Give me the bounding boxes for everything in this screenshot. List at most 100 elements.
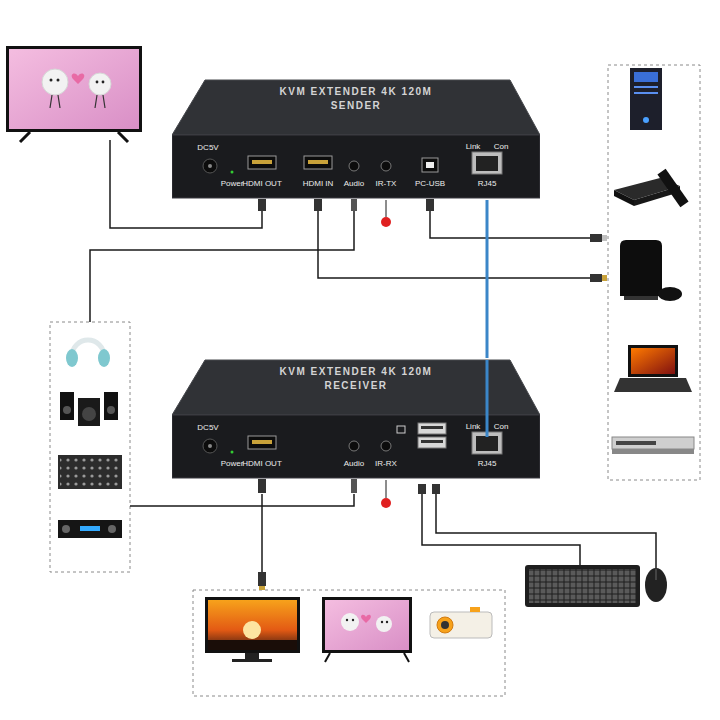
signal-wire-part — [90, 210, 354, 322]
monitor — [205, 597, 300, 662]
speakers — [60, 392, 118, 426]
amplifier — [58, 520, 122, 538]
hdmi-port-part — [252, 160, 272, 164]
headphones-part — [72, 340, 104, 356]
speakers-part — [63, 406, 71, 414]
network-cable — [486, 200, 489, 358]
dvd-player-part — [616, 441, 656, 445]
audio-jack — [349, 441, 391, 451]
ir-sensor-part — [381, 498, 391, 508]
mouse-part — [645, 568, 667, 602]
tv-display-part — [341, 613, 359, 631]
tv-display-part — [346, 619, 348, 621]
usb-a-port-part — [418, 423, 446, 434]
signal-wire-part — [261, 494, 263, 574]
audio-mixer-part — [58, 455, 122, 489]
usb-b-port — [422, 158, 438, 172]
audio-jack-part — [381, 441, 391, 451]
audio-group-frame — [50, 322, 130, 572]
mouse-part — [656, 569, 657, 580]
tv-display-part — [57, 79, 60, 82]
tv-display-part — [89, 73, 111, 95]
tv-display-part — [322, 597, 412, 653]
ir-sensor-part — [381, 217, 391, 227]
set-top-box-part — [634, 186, 680, 206]
audio-jack-part — [381, 161, 391, 171]
amplifier-part — [62, 525, 70, 533]
usb-b-port-part — [422, 158, 438, 172]
amplifier-part — [108, 525, 116, 533]
usb-a-port-part — [421, 426, 443, 429]
laptop-part — [628, 345, 678, 377]
keyboard-part — [525, 565, 640, 607]
hdmi-port-part — [304, 156, 332, 169]
set-top-box-part — [657, 169, 688, 208]
amplifier-part — [58, 520, 122, 538]
signal-wire-part — [386, 200, 387, 217]
usb-a-port-part — [421, 440, 443, 443]
keyboard — [525, 565, 640, 607]
cable-plug-part — [426, 199, 434, 211]
tv-display — [322, 597, 412, 662]
projector-part — [441, 621, 449, 629]
game-console-part — [624, 296, 658, 300]
cable-plug-part — [258, 572, 266, 586]
cable-plug-part — [432, 484, 440, 494]
set-top-box-part — [614, 178, 680, 200]
hdmi-port-part — [308, 160, 328, 164]
tv-display-part — [95, 95, 97, 108]
dvd-player — [612, 437, 694, 454]
dvd-player-part — [612, 437, 694, 449]
tv-display-part — [381, 621, 383, 623]
projector-part — [470, 607, 480, 612]
pc-tower-part — [634, 72, 658, 82]
headphones-part — [66, 349, 78, 367]
headphones-part — [98, 349, 110, 367]
speakers-part — [82, 407, 96, 421]
monitor-part — [208, 640, 297, 650]
tv-display-part — [352, 619, 354, 621]
source-group-frame — [608, 65, 700, 480]
dvd-player-part — [612, 449, 694, 454]
tv-display-part — [325, 653, 330, 662]
monitor-part — [245, 653, 259, 659]
keyboard-part — [529, 569, 636, 603]
game-console — [620, 240, 682, 301]
tv-display-part — [325, 600, 409, 650]
headphones — [66, 340, 110, 367]
hdmi-port-part — [252, 440, 272, 444]
hdmi-port-part — [248, 436, 276, 449]
speakers-part — [60, 392, 74, 420]
laptop — [614, 345, 692, 392]
tv-display-part — [103, 95, 105, 108]
device-title: KVM EXTENDER 4K 120M — [172, 366, 540, 377]
network-cable — [486, 360, 489, 437]
tv-display-part — [6, 46, 142, 132]
hdmi-port — [248, 156, 332, 169]
dc-jack-part — [203, 159, 217, 173]
device-role: SENDER — [172, 100, 540, 111]
device-box: KVM EXTENDER 4K 120M RECEIVER — [172, 358, 540, 480]
usb-a-port-part — [418, 437, 446, 448]
tv-display-part — [376, 616, 392, 632]
signal-wire-part — [386, 480, 387, 498]
tv-display — [6, 46, 142, 142]
cable-plug-part — [314, 199, 322, 211]
projector — [430, 607, 492, 638]
device-role: RECEIVER — [172, 380, 540, 391]
pc-tower — [630, 68, 662, 130]
hdmi-port-part — [248, 156, 276, 169]
tv-display-part — [361, 615, 371, 623]
dc-jack-part — [208, 444, 212, 448]
signal-wire — [90, 140, 656, 574]
audio-mixer — [58, 455, 122, 489]
pc-tower-part — [634, 86, 658, 88]
laptop-part — [631, 348, 675, 374]
set-top-box-part — [614, 190, 634, 206]
monitor-part — [232, 659, 272, 662]
hdmi-port — [248, 436, 276, 449]
cable-plug-part — [590, 274, 602, 282]
monitor-part — [243, 621, 261, 639]
